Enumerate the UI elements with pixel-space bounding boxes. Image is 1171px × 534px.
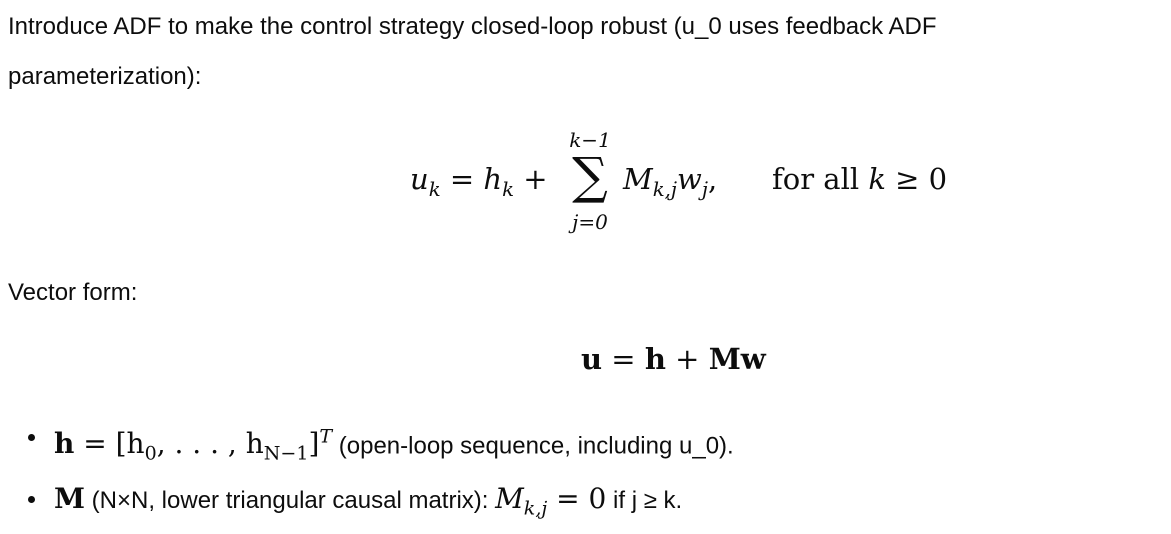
sum-lower-limit: j=0	[572, 210, 608, 234]
sup-T: T	[319, 426, 333, 448]
sum-upper-limit: k−1	[569, 128, 611, 152]
var-u: u	[410, 162, 429, 196]
sub-k: k	[502, 177, 515, 201]
var-h: h	[483, 162, 503, 196]
bullet-dot	[28, 496, 35, 503]
var-M: M	[495, 482, 524, 515]
vector-h: h	[54, 427, 75, 461]
var-k: k	[868, 162, 886, 196]
plus-sign: +	[514, 162, 548, 196]
intro-text-line-2: parameterization):	[8, 63, 202, 90]
sub-kj: k,j	[523, 497, 548, 520]
equals-sign: =	[602, 342, 645, 376]
equals-sign: =	[440, 162, 484, 196]
comma: ,	[707, 162, 718, 196]
sub-N-1: N−1	[263, 442, 309, 465]
matrix-M: M	[54, 482, 85, 515]
sigma-symbol: ∑	[572, 147, 608, 205]
vector-h: h	[644, 342, 666, 376]
inline-math: h = [h0, . . . , hN−1]T	[54, 426, 333, 465]
list-item-text: if j ≥ k.	[606, 487, 683, 514]
vector-form-equation: u = h + Mw	[581, 342, 766, 376]
inline-math: Mk,j = 0	[495, 482, 607, 520]
math-text: = [h	[74, 427, 145, 461]
summand: Mk,jwj,	[623, 162, 717, 201]
list-item-text: (open-loop sequence, including u_0).	[332, 432, 734, 460]
adf-control-equation: uk = hk + k−1 ∑ j=0 Mk,jwj, for all k ≥ …	[410, 128, 970, 240]
list-item-text: (N×N, lower triangular causal matrix):	[85, 487, 496, 514]
math-text: ]	[308, 427, 320, 461]
vector-form-label: Vector form:	[8, 279, 138, 306]
condition-relation: ≥ 0	[885, 162, 948, 196]
var-w: w	[677, 162, 702, 196]
condition-text: for all	[772, 162, 869, 196]
list-item-content: M (N×N, lower triangular causal matrix):…	[54, 474, 682, 534]
sub-j: j	[701, 177, 708, 201]
equation-lhs: uk = hk +	[410, 162, 548, 201]
bullet-dot	[28, 434, 35, 441]
matrix-vector-Mw: Mw	[708, 342, 766, 376]
list-item-content: h = [h0, . . . , hN−1]T (open-loop seque…	[54, 412, 734, 479]
vector-u: u	[581, 342, 603, 376]
math-text: , . . . , h	[156, 427, 264, 461]
math-text: = 0	[547, 482, 607, 515]
equation-condition: for all k ≥ 0	[772, 162, 947, 196]
summation: k−1 ∑ j=0	[560, 128, 620, 240]
sub-0: 0	[144, 442, 157, 465]
plus-sign: +	[665, 342, 709, 376]
sub-k: k	[428, 177, 441, 201]
intro-text-line-1: Introduce ADF to make the control strate…	[8, 13, 937, 40]
var-M: M	[623, 162, 653, 196]
sub-kj: k,j	[652, 177, 678, 201]
